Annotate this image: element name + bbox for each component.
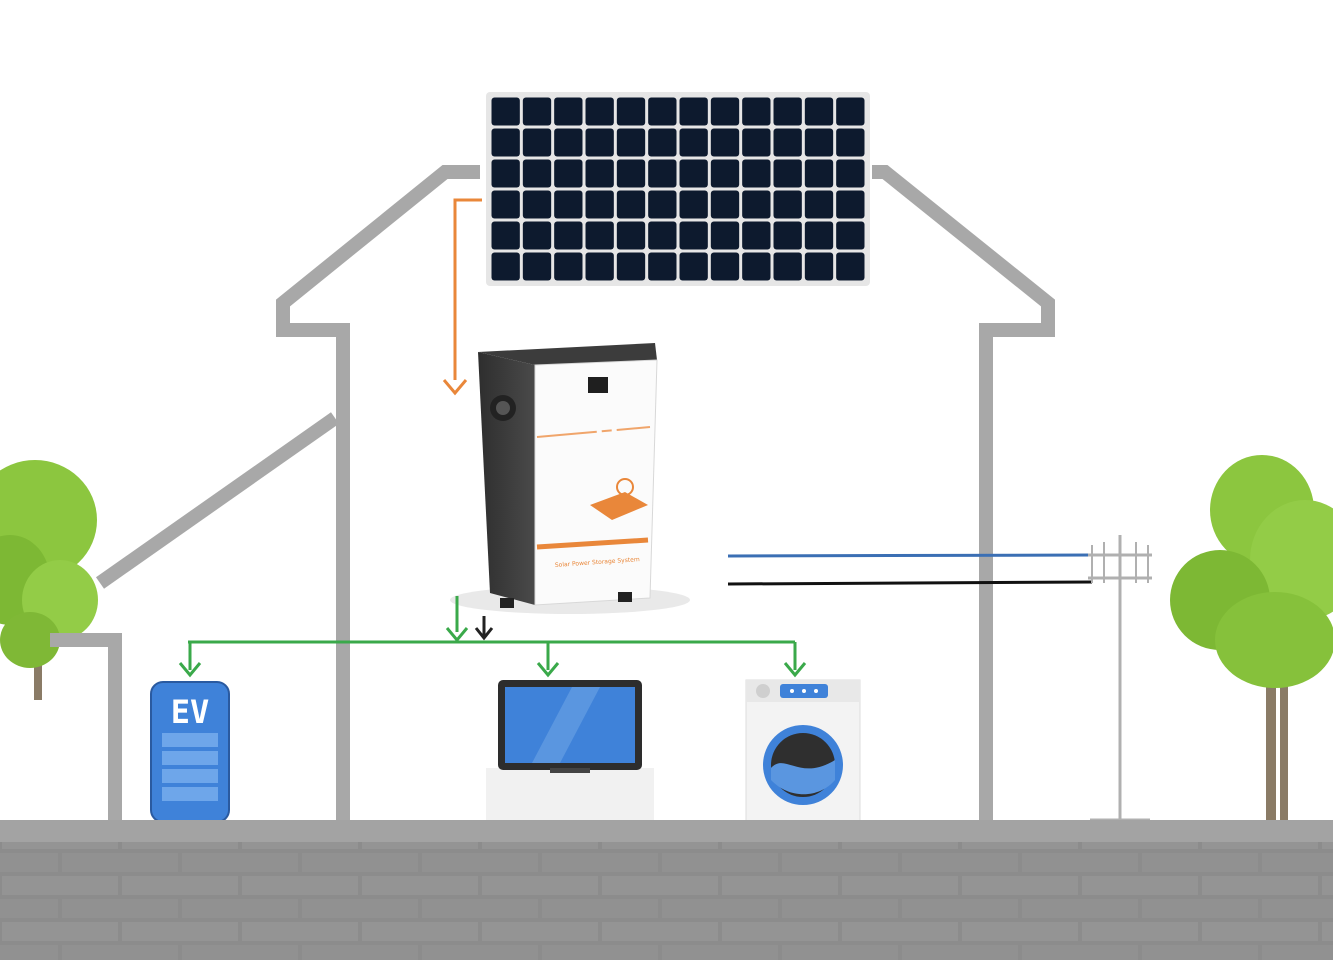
solar-cell <box>742 190 771 219</box>
solar-cell <box>804 128 834 157</box>
solar-cell <box>522 221 552 250</box>
solar-cell <box>679 97 708 126</box>
solar-cell <box>742 159 771 188</box>
grid-lines <box>727 553 1093 586</box>
solar-cell <box>522 159 552 188</box>
solar-cell <box>804 252 834 281</box>
ground <box>0 820 1333 960</box>
solar-cell <box>679 252 708 281</box>
solar-cell <box>710 190 740 219</box>
solar-cell <box>648 97 677 126</box>
solar-cell <box>679 221 708 250</box>
solar-cell <box>616 190 646 219</box>
solar-cell <box>554 97 583 126</box>
washing-machine-icon <box>745 679 861 823</box>
solar-cell <box>616 128 646 157</box>
solar-cell <box>679 159 708 188</box>
solar-cell <box>585 159 614 188</box>
solar-cell <box>773 221 802 250</box>
solar-cell <box>491 252 520 281</box>
laptop-icon <box>486 680 654 822</box>
solar-cell <box>836 97 865 126</box>
solar-cell <box>710 159 740 188</box>
solar-cell <box>804 190 834 219</box>
solar-cell <box>804 97 834 126</box>
garage-outline <box>50 412 340 820</box>
house-outline <box>276 165 1055 820</box>
solar-cell <box>554 128 583 157</box>
grid-flow-arrow <box>474 616 494 641</box>
solar-flow-arrow <box>442 198 482 396</box>
solar-cell <box>522 97 552 126</box>
solar-cell <box>836 159 865 188</box>
solar-cell <box>742 97 771 126</box>
ev-label: EV <box>171 693 210 731</box>
solar-cell <box>554 252 583 281</box>
solar-cell <box>491 97 520 126</box>
solar-cell <box>585 221 614 250</box>
solar-cell <box>522 252 552 281</box>
solar-cell <box>773 252 802 281</box>
solar-cell <box>491 221 520 250</box>
solar-cell <box>742 252 771 281</box>
solar-cell <box>616 221 646 250</box>
solar-cell <box>554 221 583 250</box>
ev-charger-icon: EV <box>150 681 230 823</box>
solar-cell <box>710 221 740 250</box>
solar-cell <box>585 128 614 157</box>
solar-cell <box>585 97 614 126</box>
solar-cell <box>836 128 865 157</box>
solar-cell <box>679 190 708 219</box>
solar-cell <box>616 252 646 281</box>
solar-cell <box>616 97 646 126</box>
solar-cell <box>804 221 834 250</box>
solar-cell <box>773 97 802 126</box>
solar-cell <box>648 221 677 250</box>
tree-icon <box>0 460 98 700</box>
solar-cell <box>648 190 677 219</box>
solar-cell <box>522 128 552 157</box>
solar-cell <box>773 128 802 157</box>
solar-cell <box>836 190 865 219</box>
solar-cell <box>522 190 552 219</box>
solar-cell <box>554 159 583 188</box>
utility-pole-icon <box>1088 535 1152 822</box>
solar-cell <box>616 159 646 188</box>
solar-cell <box>773 190 802 219</box>
solar-cell <box>679 128 708 157</box>
solar-cell <box>742 128 771 157</box>
battery-inverter-icon: Solar Power Storage System <box>450 343 690 614</box>
solar-panel-icon <box>486 92 870 286</box>
solar-cell <box>742 221 771 250</box>
solar-cell <box>648 252 677 281</box>
solar-cell <box>554 190 583 219</box>
solar-cell <box>710 128 740 157</box>
solar-cell <box>648 128 677 157</box>
solar-cell <box>491 190 520 219</box>
load-flow-lines <box>178 596 807 678</box>
solar-cell <box>648 159 677 188</box>
tree-icon <box>1170 455 1333 820</box>
solar-cell <box>773 159 802 188</box>
solar-logo-icon <box>590 478 648 520</box>
solar-cell <box>836 252 865 281</box>
solar-cell <box>836 221 865 250</box>
solar-cell <box>585 252 614 281</box>
solar-cell <box>491 159 520 188</box>
solar-cell <box>710 252 740 281</box>
solar-cell <box>710 97 740 126</box>
solar-cell <box>804 159 834 188</box>
solar-cell <box>491 128 520 157</box>
solar-cell <box>585 190 614 219</box>
